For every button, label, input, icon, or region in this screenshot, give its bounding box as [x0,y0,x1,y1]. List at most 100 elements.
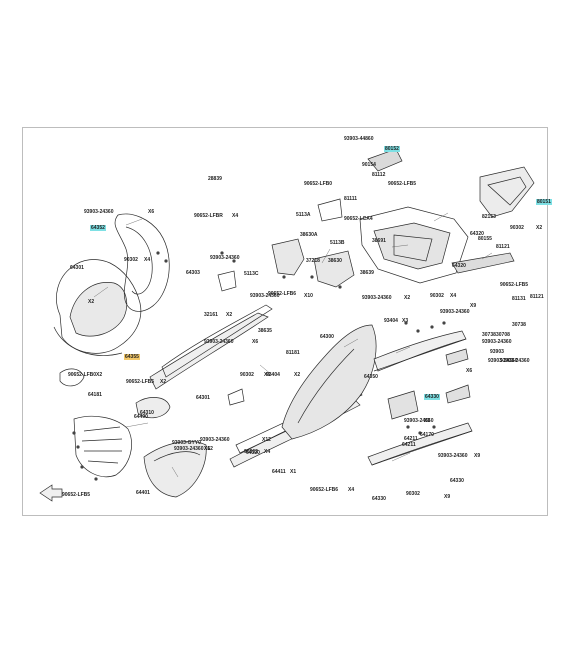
part-label: X6 [466,368,473,374]
part-label: 93903-24360 [250,293,280,299]
top-rear-panel [479,166,535,218]
part-label: X3 [424,418,431,424]
part-label: 37218 [306,258,320,264]
center-side-panel [281,324,377,440]
part-label: X6 [264,372,271,378]
part-label: X6 [148,209,155,215]
lower-front-shield [143,441,207,498]
part-label: 64170 [420,432,434,438]
part-label: 80152 [384,146,400,152]
front-inner-grill [73,415,132,478]
part-label: 64401 [136,490,150,496]
part-label: 64352 [90,225,106,231]
part-label: 93903-24360 [500,358,530,364]
part-label: 90302 [430,293,444,299]
part-label: 93903-24360 [200,437,230,443]
part-label: 90302 [406,491,420,497]
part-label: 5113C [244,271,259,277]
part-label: X1 [290,469,297,475]
part-label: 64211 [402,442,416,448]
part-label: 5113A [296,212,311,218]
part-label: 93903-24360 [482,339,512,345]
exploded-parts-diagram [39,148,535,502]
part-label: X3 [402,318,409,324]
part-label: 90652-LCA4 [344,216,373,222]
part-label: 90652-LFB0 [68,372,97,378]
part-label: X4 [348,487,355,493]
floor-step-panel [373,330,467,372]
part-label: 28839 [208,176,222,182]
part-label: 30738 [512,322,526,328]
part-label: 90652-LFB5 [126,379,155,385]
part-label: 64181 [88,392,102,398]
part-label: X12 [262,437,271,443]
part-label: 64303 [186,270,200,276]
part-label: X4 [264,449,271,455]
part-label: 64211 [404,436,418,442]
part-label: 93903-24360 [204,339,234,345]
part-label: 64330 [372,496,386,502]
part-label: 5113B [330,240,345,246]
part-label: 64301 [196,395,210,401]
part-label: 90652-LFB6 [310,487,339,493]
part-label: 64320 [470,231,484,237]
part-label: 93903-24360 [362,295,392,301]
part-label: 64320 [452,263,466,269]
part-label: 90652-LFB5 [500,282,529,288]
part-label: 64320 [246,450,260,456]
part-label: 80155 [478,236,492,242]
part-label: X2 [404,295,411,301]
part-label: 38639 [360,270,374,276]
part-label: 93903-24360 [438,453,468,459]
part-label: 64301 [70,265,84,271]
part-label: 90652-LFB5 [388,181,417,187]
part-label: 64490 [134,414,148,420]
part-label: X9 [444,494,451,500]
inner-frame-cover [359,206,469,284]
part-label: 93903-44860 [344,136,374,142]
part-label: X2 [96,372,103,378]
part-label: X2 [536,225,543,231]
part-label: 64330 [424,394,440,400]
part-label: X2 [88,299,95,305]
part-label: 64310 [140,410,154,416]
part-label: 38630A [300,232,318,238]
part-label: 90652-LFB6 [268,291,297,297]
part-label: X9 [470,303,477,309]
part-label: X12 [204,446,213,452]
part-label: 90652-LFBR [194,213,223,219]
part-label: 90302 [510,225,524,231]
part-label: 81121 [530,294,544,300]
part-label: 93903-24360 [440,309,470,315]
part-label: 93404 [266,372,280,378]
part-label: X4 [144,257,151,263]
part-label: X6 [252,339,259,345]
part-label: 90302 [240,372,254,378]
part-label: 82153 [482,214,496,220]
part-label: 81131 [512,296,526,302]
part-label: 30738 [482,332,496,338]
part-label: 64330 [450,478,464,484]
part-label: X4 [232,213,239,219]
part-label: 90154 [362,162,376,168]
part-label: X2 [226,312,233,318]
part-label: 93903-24360 [174,446,204,452]
part-label: 64300 [320,334,334,340]
part-label: 90302 [124,257,138,263]
part-label: 81111 [344,196,358,202]
part-label: 93903-24360 [84,209,114,215]
part-label: X4 [450,293,457,299]
side-panel-strake [149,312,269,390]
part-label: 64411 [272,469,286,475]
part-label: 30708 [496,332,510,338]
part-label: 93404 [384,318,398,324]
part-label: 64350 [364,374,378,380]
part-label: 81121 [496,244,510,250]
part-label: 90652-LFB5 [62,492,91,498]
part-label: 90302 [244,449,258,455]
part-label: X6 [204,446,211,452]
part-label: 81112 [372,172,386,178]
part-label: 93903-24360 [210,255,240,261]
part-label: X10 [304,293,313,299]
part-label: 90652-LFB0 [304,181,333,187]
